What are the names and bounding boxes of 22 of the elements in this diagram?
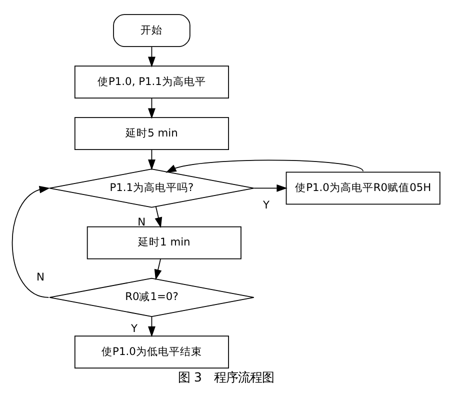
arrow <box>148 98 156 119</box>
arrow <box>254 184 288 192</box>
arrow <box>154 258 162 280</box>
arrow <box>148 46 156 68</box>
node-box: 开始 <box>113 14 190 47</box>
arrow <box>148 149 156 170</box>
node-box: 延时5 min <box>74 117 229 150</box>
node-box: 使P1.0为低电平结束 <box>74 336 229 368</box>
caption: 图 3 程序流程图 <box>178 370 274 385</box>
node-diamond: P1.1为高电平吗? <box>49 168 254 208</box>
node-box: 延时1 min <box>86 226 242 260</box>
arrow <box>12 186 50 298</box>
edge-label: N <box>36 270 44 284</box>
node-box: 使P1.0, P1.1为高电平 <box>74 66 229 98</box>
arrow <box>154 206 162 228</box>
arrow <box>148 316 156 338</box>
node-box: 使P1.0为高电平R0赋值05H <box>286 172 440 205</box>
arrow <box>166 160 364 173</box>
edge-label: Y <box>131 322 138 335</box>
edge-label: Y <box>263 198 270 212</box>
node-diamond: R0减1=0? <box>49 278 254 317</box>
edge-label: N <box>138 215 146 228</box>
